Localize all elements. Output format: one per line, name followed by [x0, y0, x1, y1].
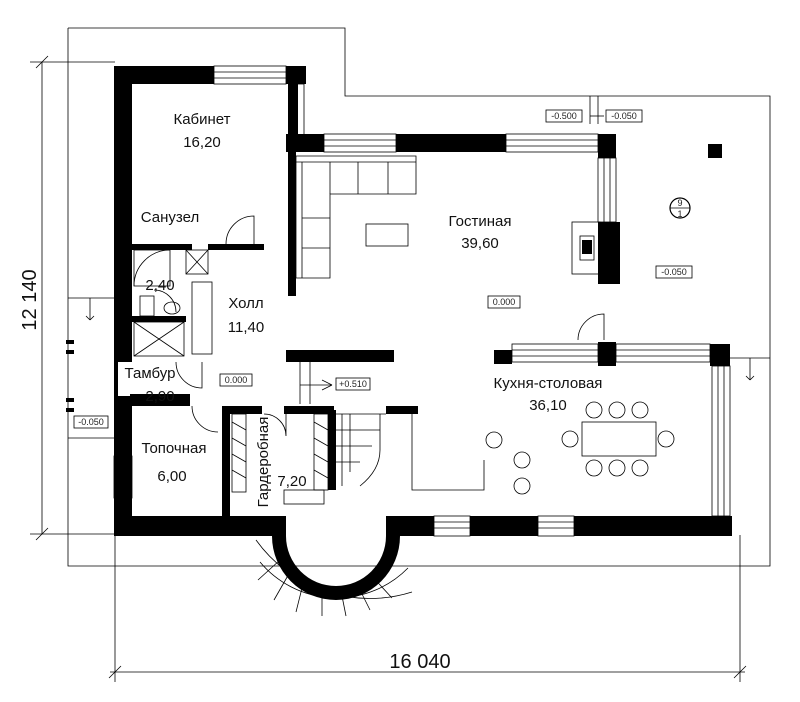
wardrobe-area: 7,20: [277, 473, 306, 490]
level-marks: 0.000 0.000 +0.510 -0.050 -0.050 -0.500 …: [73, 109, 693, 429]
doors: [153, 215, 605, 437]
living-sofa: [295, 155, 417, 279]
boiler-area: 6,00: [157, 468, 186, 485]
living-area: 39,60: [461, 235, 499, 252]
kitchen-furniture: [411, 401, 675, 495]
kitchen-name: Кухня-столовая: [494, 375, 603, 392]
living-name: Гостиная: [449, 213, 512, 230]
height-dimension: [30, 55, 115, 541]
entrance-marks: [66, 96, 770, 439]
terrace-outline: [67, 27, 771, 567]
svg-text:-0.050: -0.050: [661, 267, 687, 277]
bathroom-area: 2,40: [145, 277, 174, 294]
cabinet-area: 16,20: [183, 134, 221, 151]
svg-text:0.000: 0.000: [493, 297, 516, 307]
coffee-table: [365, 223, 409, 247]
svg-text:+0.510: +0.510: [339, 379, 367, 389]
vestibule-area: 2,90: [145, 388, 174, 405]
bathroom-fixtures: [133, 249, 209, 357]
height-dimension-label: 12 140: [19, 269, 41, 330]
svg-text:-0.500: -0.500: [551, 111, 577, 121]
walls: [113, 65, 732, 537]
hall-name: Холл: [228, 295, 263, 312]
cabinet-name: Кабинет: [173, 111, 230, 128]
width-dimension: [108, 535, 747, 682]
svg-text:-0.050: -0.050: [611, 111, 637, 121]
terrace-column: [708, 144, 722, 158]
svg-text:9: 9: [677, 198, 682, 208]
bathroom-name: Санузел: [141, 209, 199, 226]
svg-text:0.000: 0.000: [225, 375, 248, 385]
boiler-name: Топочная: [141, 440, 206, 457]
wardrobe-name: Гардеробная: [255, 417, 272, 508]
svg-text:1: 1: [677, 209, 682, 219]
width-dimension-label: 16 040: [389, 651, 450, 673]
wardrobe-shelves: [231, 413, 329, 505]
hall-area: 11,40: [228, 319, 264, 336]
hall-bench: [191, 281, 213, 355]
section-marker: 9 1: [669, 197, 691, 219]
fireplace: [571, 221, 601, 275]
svg-text:-0.050: -0.050: [78, 417, 104, 427]
vestibule-name: Тамбур: [125, 365, 176, 382]
kitchen-area: 36,10: [529, 397, 567, 414]
room-labels: Кабинет 16,20 Гостиная 39,60 Санузел 2,4…: [125, 111, 603, 507]
stair-tower: [255, 516, 413, 617]
interior-stair: [299, 362, 386, 487]
